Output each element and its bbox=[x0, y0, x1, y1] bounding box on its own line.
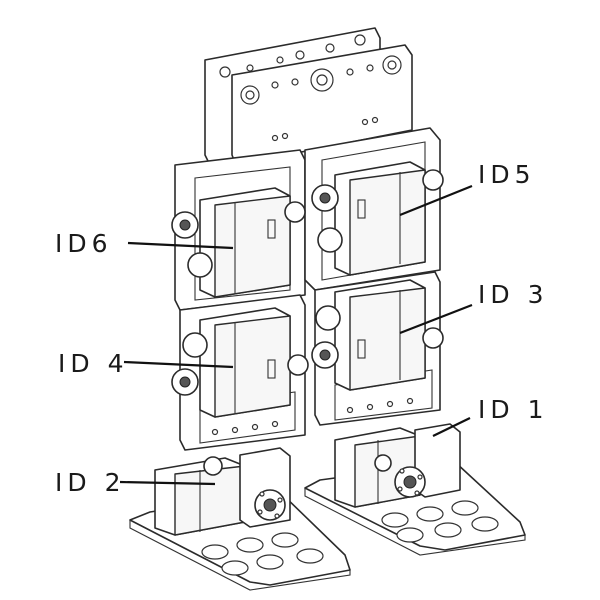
leader-line-id6 bbox=[127, 241, 234, 250]
leader-line-id3 bbox=[399, 303, 473, 335]
leader-line-id1 bbox=[432, 417, 471, 437]
leader-line-id5 bbox=[399, 184, 473, 217]
label-id5: ID5 bbox=[478, 160, 536, 189]
servo-id5 bbox=[311, 161, 444, 276]
servo-id4 bbox=[171, 307, 309, 418]
hip-plate-front bbox=[231, 44, 413, 166]
label-id1: ID 1 bbox=[478, 395, 548, 424]
servo-id6 bbox=[171, 187, 306, 298]
leader-line-id4 bbox=[123, 360, 234, 369]
leader-line-id2 bbox=[119, 480, 216, 486]
label-id2: ID 2 bbox=[55, 468, 125, 497]
label-id4: ID 4 bbox=[58, 349, 128, 378]
servo-id1 bbox=[334, 423, 461, 508]
servo-id2 bbox=[154, 447, 291, 536]
label-id3: ID 3 bbox=[478, 280, 548, 309]
label-id6: ID6 bbox=[55, 229, 113, 258]
servo-id3 bbox=[311, 279, 444, 391]
